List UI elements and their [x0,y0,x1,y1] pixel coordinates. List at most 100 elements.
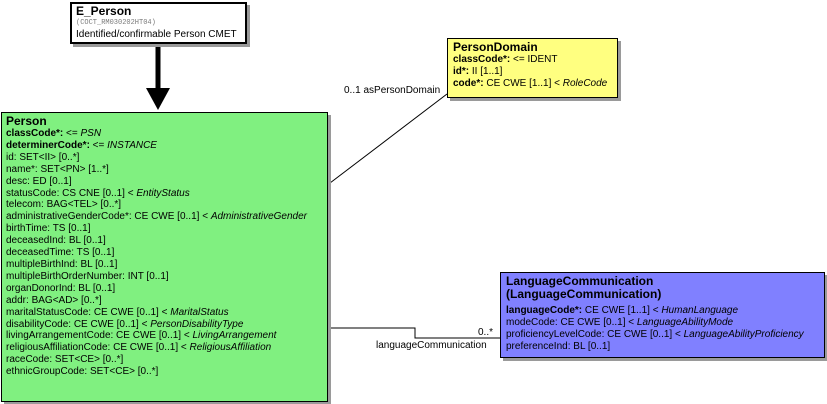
attribute-type: BAG<AD> [0..*] [28,294,102,306]
language-association [330,327,500,339]
attribute-row-id: id: SET<II> [0..*] [6,152,323,164]
attribute-name: ethnicGroupCode: [6,366,88,378]
attribute-name: disabilityCode: [6,318,72,330]
attribute-type: BL [0..1] [75,282,116,294]
attribute-name: birthTime: [6,223,51,235]
e-person-description: Identified/confirmable Person CMET [76,29,237,40]
attribute-type: CS CNE [0..1] < [59,187,137,199]
attribute-row-languageCode: languageCode*: CE CWE [1..1] < HumanLang… [506,305,819,317]
attribute-name: proficiencyLevelCode: [506,328,605,340]
attribute-type: BL [0..1] [77,258,118,270]
attribute-type: CE CWE [0..1] < [604,328,684,340]
attribute-vocabulary: LivingArrangement [192,330,277,342]
attribute-row-addr: addr: BAG<AD> [0..*] [6,295,323,307]
attribute-name: desc: [6,175,30,187]
attribute-name: classCode*: [453,54,511,65]
attribute-type: <= IDENT [510,54,558,65]
cmet-arrow-head [146,88,170,110]
attribute-vocabulary: HumanLanguage [661,305,739,316]
attribute-type: <= [63,128,81,139]
attribute-type: BL [0..1] [570,340,611,352]
attribute-type: BL [0..1] [66,235,106,247]
attribute-type: BAG<TEL> [0..*] [43,199,122,211]
attribute-type: TS [0..1] [74,247,115,259]
attribute-name: id: [6,151,17,163]
attribute-name: determinerCode*: [6,139,90,151]
attribute-row-name: name*: SET<PN> [1..*] [6,164,323,176]
attribute-type: SET<II> [0..*] [16,151,80,163]
person-domain-title: PersonDomain [453,40,538,54]
attribute-name: addr: [6,294,29,306]
attribute-type: CE CWE [0..1] < [110,342,190,354]
attribute-vocabulary: LanguageAbilityProficiency [683,328,804,340]
attribute-type: SET<CE> [0..*] [87,366,159,378]
attribute-type: CE CWE [0..1] < [91,306,171,318]
attribute-name: code*: [453,77,484,89]
attribute-row-code: code*: CE CWE [1..1] < RoleCode [453,78,612,90]
attribute-row-classCode: classCode*: <= PSN [6,128,323,140]
attribute-name: administrativeGenderCode*: [6,211,132,223]
e-person-code: (COCT_RM030202HT04) [76,19,156,27]
language-communication-attributes: languageCode*: CE CWE [1..1] < HumanLang… [506,305,819,353]
attribute-type: CE CWE [0..1] < [71,318,151,330]
attribute-row-determinerCode: determinerCode*: <= INSTANCE [6,140,323,152]
attribute-vocabulary: RoleCode [562,77,608,89]
attribute-row-organDonorInd: organDonorInd: BL [0..1] [6,283,323,295]
attribute-type: II [1..1] [469,65,503,77]
attribute-row-disabilityCode: disabilityCode: CE CWE [0..1] < PersonDi… [6,319,323,331]
attribute-type: <= [89,139,108,151]
attribute-vocabulary: ReligiousAffiliation [189,342,272,354]
attribute-type: CE CWE [0..1] < [131,211,211,223]
attribute-name: multipleBirthInd: [6,258,78,270]
attribute-name: id*: [453,65,470,77]
e-person-title: E_Person [76,4,132,18]
attribute-name: organDonorInd: [6,282,76,294]
attribute-name: preferenceInd: [506,340,571,352]
attribute-row-multipleBirthInd: multipleBirthInd: BL [0..1] [6,259,323,271]
attribute-type: INT [0..1] [124,270,169,282]
person-domain-association [329,93,448,184]
attribute-row-multipleBirthOrderNumber: multipleBirthOrderNumber: INT [0..1] [6,271,323,283]
attribute-type: SET<PN> [1..*] [37,163,109,175]
attribute-name: languageCode*: [506,305,583,316]
attribute-row-administrativeGenderCode: administrativeGenderCode*: CE CWE [0..1]… [6,211,323,223]
attribute-name: name*: [6,163,38,175]
attribute-name: livingArrangementCode: [6,330,114,342]
attribute-row-preferenceInd: preferenceInd: BL [0..1] [506,341,819,353]
attribute-row-proficiencyLevelCode: proficiencyLevelCode: CE CWE [0..1] < La… [506,329,819,341]
attribute-type: CE CWE [0..1] < [113,330,193,342]
attribute-row-raceCode: raceCode: SET<CE> [0..*] [6,354,323,366]
attribute-type: CE CWE [1..1] < [483,77,563,89]
attribute-name: religiousAffiliationCode: [6,342,111,354]
attribute-row-livingArrangementCode: livingArrangementCode: CE CWE [0..1] < L… [6,330,323,342]
attribute-vocabulary: AdministrativeGender [210,211,307,223]
attribute-row-telecom: telecom: BAG<TEL> [0..*] [6,199,323,211]
attribute-row-statusCode: statusCode: CS CNE [0..1] < EntityStatus [6,188,323,200]
person-domain-role: asPersonDomain [363,85,441,96]
attribute-type: ED [0..1] [29,175,72,187]
attribute-name: deceasedTime: [6,247,74,259]
language-communication-subtitle: (LanguageCommunication) [506,287,662,301]
language-multiplicity: 0..* [478,327,494,338]
attribute-name: modeCode: [506,316,558,328]
attribute-vocabulary: EntityStatus [136,187,190,199]
attribute-type: TS [0..1] [50,223,91,235]
attribute-row-maritalStatusCode: maritalStatusCode: CE CWE [0..1] < Marit… [6,307,323,319]
language-communication-box[interactable]: LanguageCommunication (LanguageCommunica… [500,272,825,358]
attribute-type: CE CWE [0..1] < [557,316,637,328]
attribute-vocabulary: PersonDisabilityType [150,318,244,330]
attribute-row-religiousAffiliationCode: religiousAffiliationCode: CE CWE [0..1] … [6,342,323,354]
attribute-name: deceasedInd: [6,235,67,247]
attribute-name: classCode*: [6,128,64,139]
person-title: Person [6,114,47,128]
attribute-type: CE CWE [1..1] < [582,305,662,316]
attribute-row-deceasedInd: deceasedInd: BL [0..1] [6,235,323,247]
attribute-vocabulary: LanguageAbilityMode [636,316,734,328]
e-person-cmet-box[interactable]: E_Person (COCT_RM030202HT04) Identified/… [70,2,247,44]
attribute-vocabulary: INSTANCE [107,139,157,151]
attribute-row-classCode: classCode*: <= IDENT [453,54,612,66]
